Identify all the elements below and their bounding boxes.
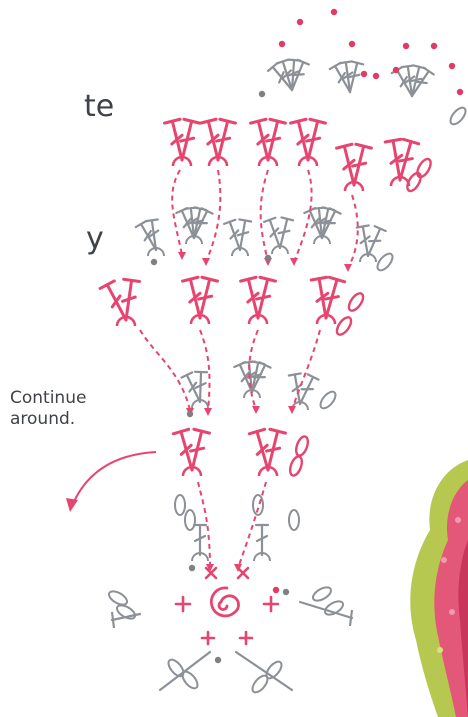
pink-chain-stitches (288, 157, 433, 477)
crochet-photo-fragment (410, 460, 468, 717)
curved-arrow-icon (66, 452, 156, 512)
pink-stitch-groups (100, 119, 419, 476)
magic-ring-icon (211, 588, 238, 616)
